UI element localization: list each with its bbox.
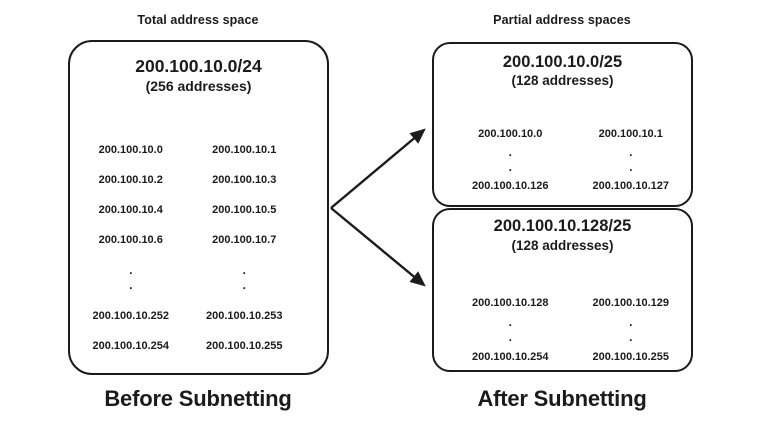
ip-address: 200.100.10.252 xyxy=(92,310,169,322)
subnet2-box: 200.100.10.128/25 (128 addresses) 200.10… xyxy=(432,208,693,372)
vertical-ellipsis: . . xyxy=(129,263,133,292)
vertical-ellipsis: . . xyxy=(629,315,633,344)
ip-address: 200.100.10.129 xyxy=(592,297,669,309)
address-count-subnet1: (128 addresses) xyxy=(511,73,614,88)
ip-address: 200.100.10.127 xyxy=(592,180,669,192)
ip-list-before: 200.100.10.0 200.100.10.1 200.100.10.2 2… xyxy=(70,135,327,361)
ip-list-subnet1: 200.100.10.0 200.100.10.1 . . . . 200.10… xyxy=(434,122,691,198)
arrow-to-subnet1 xyxy=(330,128,426,209)
ip-address: 200.100.10.0 xyxy=(478,128,543,140)
vertical-ellipsis: . . xyxy=(629,145,633,174)
ip-list-subnet2: 200.100.10.128 200.100.10.129 . . . . 20… xyxy=(434,291,691,369)
ip-address: 200.100.10.126 xyxy=(472,180,549,192)
ip-address: 200.100.10.2 xyxy=(98,174,163,186)
ip-address: 200.100.10.253 xyxy=(206,310,283,322)
ip-address: 200.100.10.0 xyxy=(98,144,163,156)
ip-address: 200.100.10.1 xyxy=(598,128,663,140)
total-address-space-box: 200.100.10.0/24 (256 addresses) 200.100.… xyxy=(68,40,329,375)
address-count-before: (256 addresses) xyxy=(145,78,252,94)
ip-address: 200.100.10.255 xyxy=(592,351,669,363)
ip-address: 200.100.10.5 xyxy=(212,204,277,216)
address-count-subnet2: (128 addresses) xyxy=(511,238,614,253)
subnet1-box: 200.100.10.0/25 (128 addresses) 200.100.… xyxy=(432,42,693,207)
ip-address: 200.100.10.255 xyxy=(206,340,283,352)
network-cidr-subnet1: 200.100.10.0/25 xyxy=(502,53,623,71)
partial-address-spaces-label: Partial address spaces xyxy=(493,13,631,27)
arrow-to-subnet2 xyxy=(330,207,426,287)
ip-address: 200.100.10.4 xyxy=(98,204,163,216)
ip-address: 200.100.10.254 xyxy=(472,351,549,363)
total-address-space-label: Total address space xyxy=(137,13,259,27)
ip-address: 200.100.10.3 xyxy=(212,174,277,186)
ip-address: 200.100.10.254 xyxy=(92,340,169,352)
vertical-ellipsis: . . xyxy=(508,145,512,174)
ip-address: 200.100.10.1 xyxy=(212,144,277,156)
vertical-ellipsis: . . xyxy=(508,315,512,344)
after-subnetting-caption: After Subnetting xyxy=(477,386,647,411)
ip-address: 200.100.10.128 xyxy=(472,297,549,309)
network-cidr-subnet2: 200.100.10.128/25 xyxy=(493,217,632,235)
network-cidr-before: 200.100.10.0/24 xyxy=(135,56,262,76)
before-subnetting-caption: Before Subnetting xyxy=(104,386,292,411)
vertical-ellipsis: . . xyxy=(242,263,246,292)
ip-address: 200.100.10.6 xyxy=(98,234,163,246)
ip-address: 200.100.10.7 xyxy=(212,234,277,246)
